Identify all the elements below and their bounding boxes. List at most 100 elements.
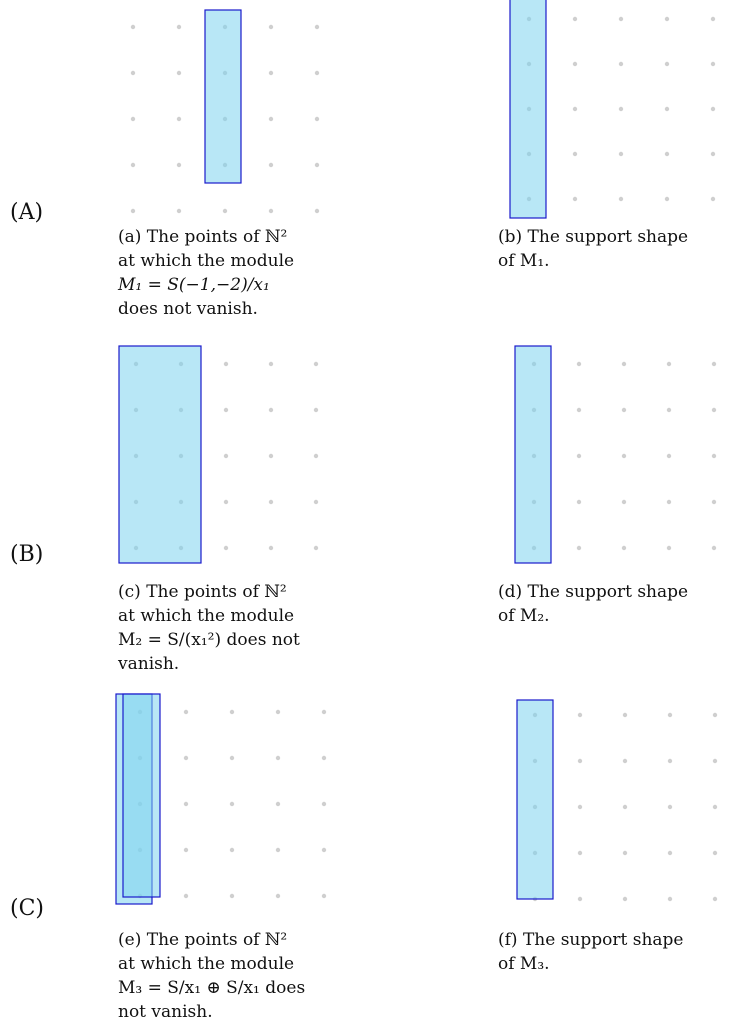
lattice-point: [710, 106, 716, 112]
lattice-point: [666, 499, 672, 505]
lattice-point: [618, 61, 624, 67]
lattice-point: [618, 106, 624, 112]
lattice-point: [712, 850, 718, 856]
lattice-point: [275, 847, 281, 853]
caption-line: of M₁.: [498, 251, 550, 271]
support-region: [204, 9, 242, 184]
lattice-point: [710, 16, 716, 22]
lattice-point: [268, 24, 274, 30]
lattice-point: [313, 499, 319, 505]
lattice-dots: [532, 712, 718, 902]
lattice-panel-b: [509, 0, 716, 219]
lattice-point: [321, 801, 327, 807]
lattice-point: [176, 208, 182, 214]
lattice-point: [572, 61, 578, 67]
lattice-point: [621, 407, 627, 413]
caption-a: (a) The points of ℕ² at which the module…: [118, 225, 334, 321]
caption-line: M₂ = S/(x₁²) does not: [118, 630, 300, 650]
caption-line: vanish.: [118, 654, 180, 674]
lattice-panel-d: [514, 345, 717, 564]
caption-line: does not vanish.: [118, 299, 258, 319]
lattice-point: [711, 453, 717, 459]
lattice-point: [130, 70, 136, 76]
caption-line: M₁ = S(−1,−2)/x₁: [118, 275, 270, 295]
lattice-point: [176, 24, 182, 30]
lattice-point: [275, 709, 281, 715]
lattice-point: [667, 758, 673, 764]
lattice-panel-e: [115, 693, 327, 905]
lattice-point: [664, 196, 670, 202]
lattice-point: [268, 70, 274, 76]
lattice-dots: [531, 361, 717, 551]
lattice-point: [664, 151, 670, 157]
row-label-c: (C): [10, 896, 44, 921]
lattice-point: [666, 407, 672, 413]
caption-line: at which the module: [118, 249, 334, 273]
lattice-point: [321, 755, 327, 761]
lattice-point: [223, 499, 229, 505]
lattice-point: [313, 361, 319, 367]
lattice-point: [268, 453, 274, 459]
lattice-point: [176, 162, 182, 168]
caption-d: (d) The support shape of M₂.: [498, 580, 734, 628]
lattice-point: [622, 804, 628, 810]
lattice-dots: [137, 709, 327, 899]
row-label-a: (A): [10, 200, 44, 225]
lattice-point: [130, 162, 136, 168]
lattice-point: [666, 361, 672, 367]
lattice-point: [268, 407, 274, 413]
lattice-point: [314, 24, 320, 30]
lattice-point: [314, 116, 320, 122]
lattice-point: [711, 545, 717, 551]
lattice-point: [621, 499, 627, 505]
lattice-point: [577, 850, 583, 856]
lattice-point: [618, 16, 624, 22]
caption-line: M₃ = S/x₁ ⊕ S/x₁ does: [118, 978, 306, 998]
lattice-point: [621, 453, 627, 459]
lattice-point: [313, 545, 319, 551]
lattice-point: [577, 712, 583, 718]
lattice-point: [130, 24, 136, 30]
lattice-point: [314, 162, 320, 168]
lattice-point: [313, 453, 319, 459]
lattice-point: [618, 196, 624, 202]
lattice-point: [622, 896, 628, 902]
lattice-point: [222, 208, 228, 214]
lattice-point: [667, 804, 673, 810]
lattice-point: [321, 847, 327, 853]
lattice-point: [621, 361, 627, 367]
lattice-point: [572, 16, 578, 22]
lattice-point: [576, 545, 582, 551]
support-region-2: [122, 693, 161, 898]
lattice-point: [712, 896, 718, 902]
lattice-point: [622, 712, 628, 718]
lattice-point: [313, 407, 319, 413]
lattice-point: [712, 758, 718, 764]
caption-line: (b) The support shape: [498, 227, 689, 247]
caption-line: (f) The support shape: [498, 930, 684, 950]
lattice-point: [710, 196, 716, 202]
caption-line: at which the module: [118, 606, 295, 626]
lattice-point: [664, 16, 670, 22]
lattice-point: [275, 893, 281, 899]
lattice-panel-f: [516, 699, 718, 902]
lattice-point: [577, 758, 583, 764]
lattice-point: [229, 847, 235, 853]
lattice-point: [268, 499, 274, 505]
lattice-point: [223, 407, 229, 413]
lattice-point: [712, 804, 718, 810]
support-region: [516, 699, 554, 900]
caption-line: (c) The points of ℕ²: [118, 582, 287, 602]
lattice-point: [576, 499, 582, 505]
lattice-point: [621, 545, 627, 551]
lattice-point: [667, 896, 673, 902]
lattice-point: [229, 755, 235, 761]
lattice-point: [618, 151, 624, 157]
lattice-point: [710, 61, 716, 67]
lattice-point: [577, 896, 583, 902]
lattice-point: [183, 801, 189, 807]
caption-f: (f) The support shape of M₃.: [498, 928, 734, 976]
caption-b: (b) The support shape of M₁.: [498, 225, 734, 273]
lattice-point: [572, 196, 578, 202]
lattice-point: [321, 893, 327, 899]
